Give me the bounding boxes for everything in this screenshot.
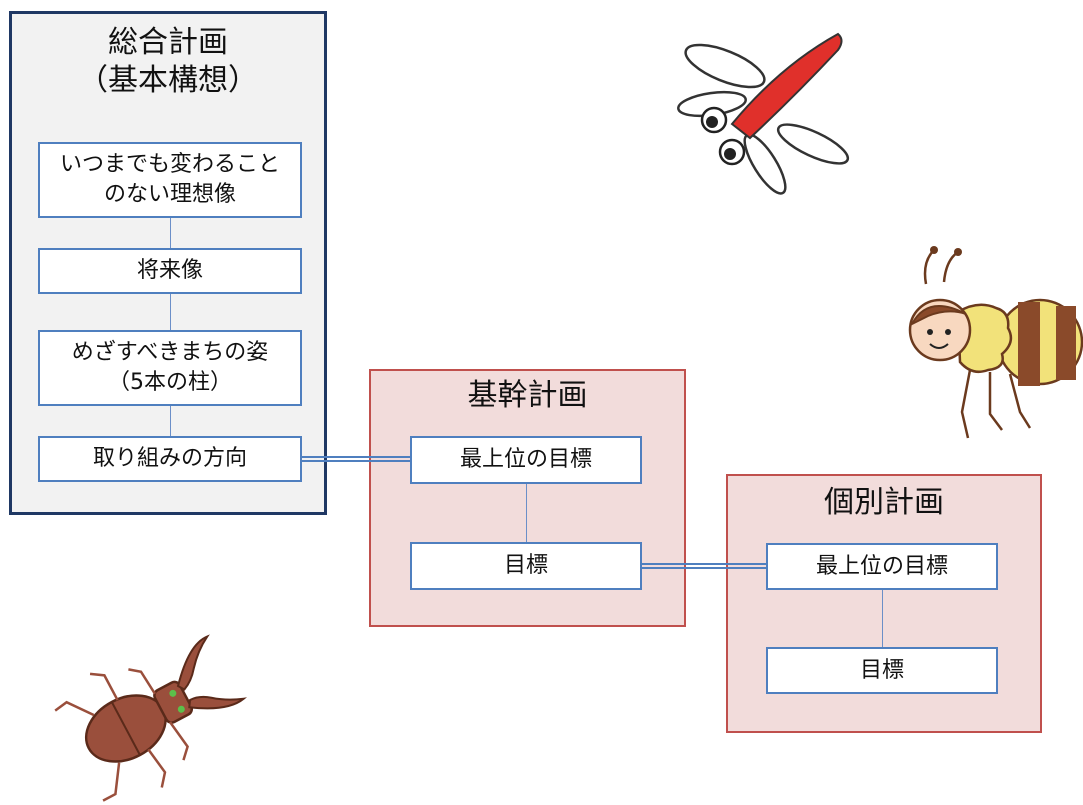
connector-line [170,406,171,436]
kobetsu-goal-box: 目標 [766,647,998,694]
future-image-label: 将来像 [136,258,203,283]
sogo-keikaku-title: 総合計画 （基本構想） [12,24,324,100]
ideal-image-line1: いつまでも変わること [59,152,280,177]
kikan-top-goal-box: 最上位の目標 [410,436,642,484]
double-connector-kikan-kobetsu [642,563,766,569]
town-vision-line2: （5本の柱） [108,370,232,395]
town-vision-box: めざすべきまちの姿 （5本の柱） [38,330,302,406]
future-image-box: 将来像 [38,248,302,294]
kobetsu-keikaku-title: 個別計画 [824,485,944,520]
stag-beetle-drawing [54,634,248,802]
sogo-title-line2: （基本構想） [78,63,258,98]
policy-direction-box: 取り組みの方向 [38,436,302,482]
connector-line [882,590,883,647]
kobetsu-goal-label: 目標 [859,657,904,683]
connector-line [170,294,171,330]
kikan-goal-label: 目標 [503,553,548,578]
kobetsu-keikaku-panel: 個別計画 [726,474,1042,733]
kikan-keikaku-title: 基幹計画 [467,378,588,413]
kikan-goal-box: 目標 [410,542,642,590]
ideal-image-line2: のない理想像 [103,182,236,207]
double-connector-sogo-kikan [302,456,410,462]
dragonfly-drawing [677,32,850,195]
kobetsu-top-goal-label: 最上位の目標 [815,553,948,579]
connector-line [526,484,527,542]
kikan-top-goal-label: 最上位の目標 [459,447,592,472]
ideal-image-box: いつまでも変わること のない理想像 [38,142,302,218]
connector-line [170,218,171,248]
policy-direction-label: 取り組みの方向 [92,446,247,471]
kobetsu-top-goal-box: 最上位の目標 [766,543,998,590]
sogo-title-line1: 総合計画 [108,25,228,60]
bee-drawing [908,246,1083,439]
town-vision-line1: めざすべきまちの姿 [71,340,269,365]
